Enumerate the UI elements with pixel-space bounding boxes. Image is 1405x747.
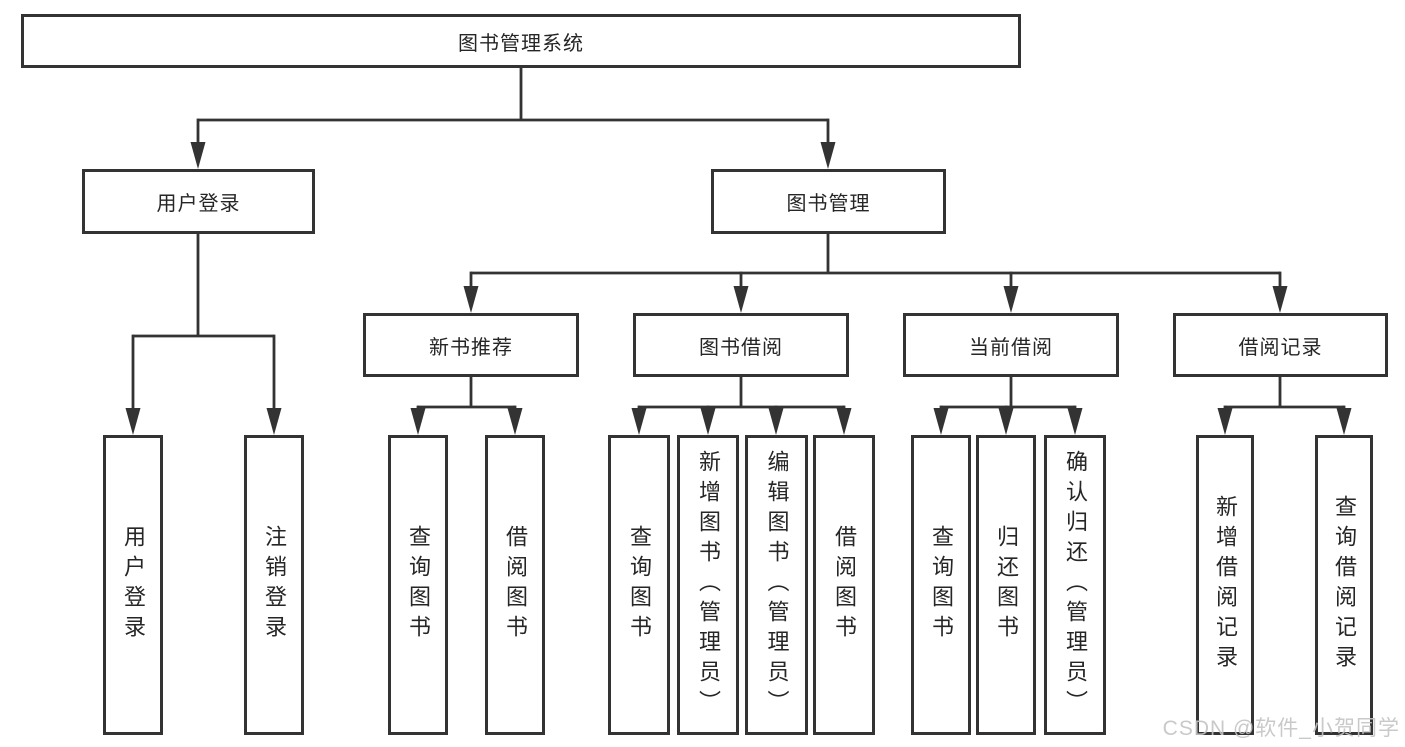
watermark-text: CSDN @软件_小贺同学 <box>1162 717 1400 740</box>
node-new-book-recommend: 新书推荐 <box>363 313 579 377</box>
leaf-cb-return-books-label: 归还图书 <box>994 525 1019 645</box>
leaf-bb-borrow-books: 借阅图书 <box>813 435 875 735</box>
leaf-nbr-borrow-books-label: 借阅图书 <box>503 525 528 645</box>
leaf-br-add-record-label: 新增借阅记录 <box>1213 495 1238 675</box>
leaf-nbr-borrow-books: 借阅图书 <box>485 435 545 735</box>
leaf-bb-add-books-admin: 新增图书（管理员） <box>677 435 739 735</box>
leaf-logout: 注销登录 <box>244 435 304 735</box>
leaf-bb-query-books-label: 查询图书 <box>627 525 652 645</box>
leaf-nbr-query-books-label: 查询图书 <box>406 525 431 645</box>
leaf-bb-borrow-books-label: 借阅图书 <box>832 525 857 645</box>
leaf-cb-confirm-return-admin-label: 确认归还（管理员） <box>1063 450 1088 720</box>
leaf-bb-query-books: 查询图书 <box>608 435 670 735</box>
node-user-login: 用户登录 <box>82 169 315 234</box>
leaf-cb-confirm-return-admin: 确认归还（管理员） <box>1044 435 1106 735</box>
leaf-user-login: 用户登录 <box>103 435 163 735</box>
leaf-nbr-query-books: 查询图书 <box>388 435 448 735</box>
node-book-management: 图书管理 <box>711 169 946 234</box>
node-library-management-system: 图书管理系统 <box>21 14 1021 68</box>
leaf-cb-query-books-label: 查询图书 <box>929 525 954 645</box>
leaf-bb-add-books-admin-label: 新增图书（管理员） <box>696 450 721 720</box>
leaf-bb-edit-books-admin: 编辑图书（管理员） <box>745 435 808 735</box>
node-borrowing-records: 借阅记录 <box>1173 313 1388 377</box>
leaf-br-add-record: 新增借阅记录 <box>1196 435 1254 735</box>
leaf-cb-query-books: 查询图书 <box>911 435 971 735</box>
leaf-cb-return-books: 归还图书 <box>976 435 1036 735</box>
node-book-borrowing: 图书借阅 <box>633 313 849 377</box>
leaf-logout-label: 注销登录 <box>262 525 287 645</box>
leaf-br-query-record: 查询借阅记录 <box>1315 435 1373 735</box>
node-current-borrowing: 当前借阅 <box>903 313 1119 377</box>
leaf-bb-edit-books-admin-label: 编辑图书（管理员） <box>764 450 790 720</box>
leaf-user-login-label: 用户登录 <box>121 525 146 645</box>
leaf-br-query-record-label: 查询借阅记录 <box>1332 495 1357 675</box>
